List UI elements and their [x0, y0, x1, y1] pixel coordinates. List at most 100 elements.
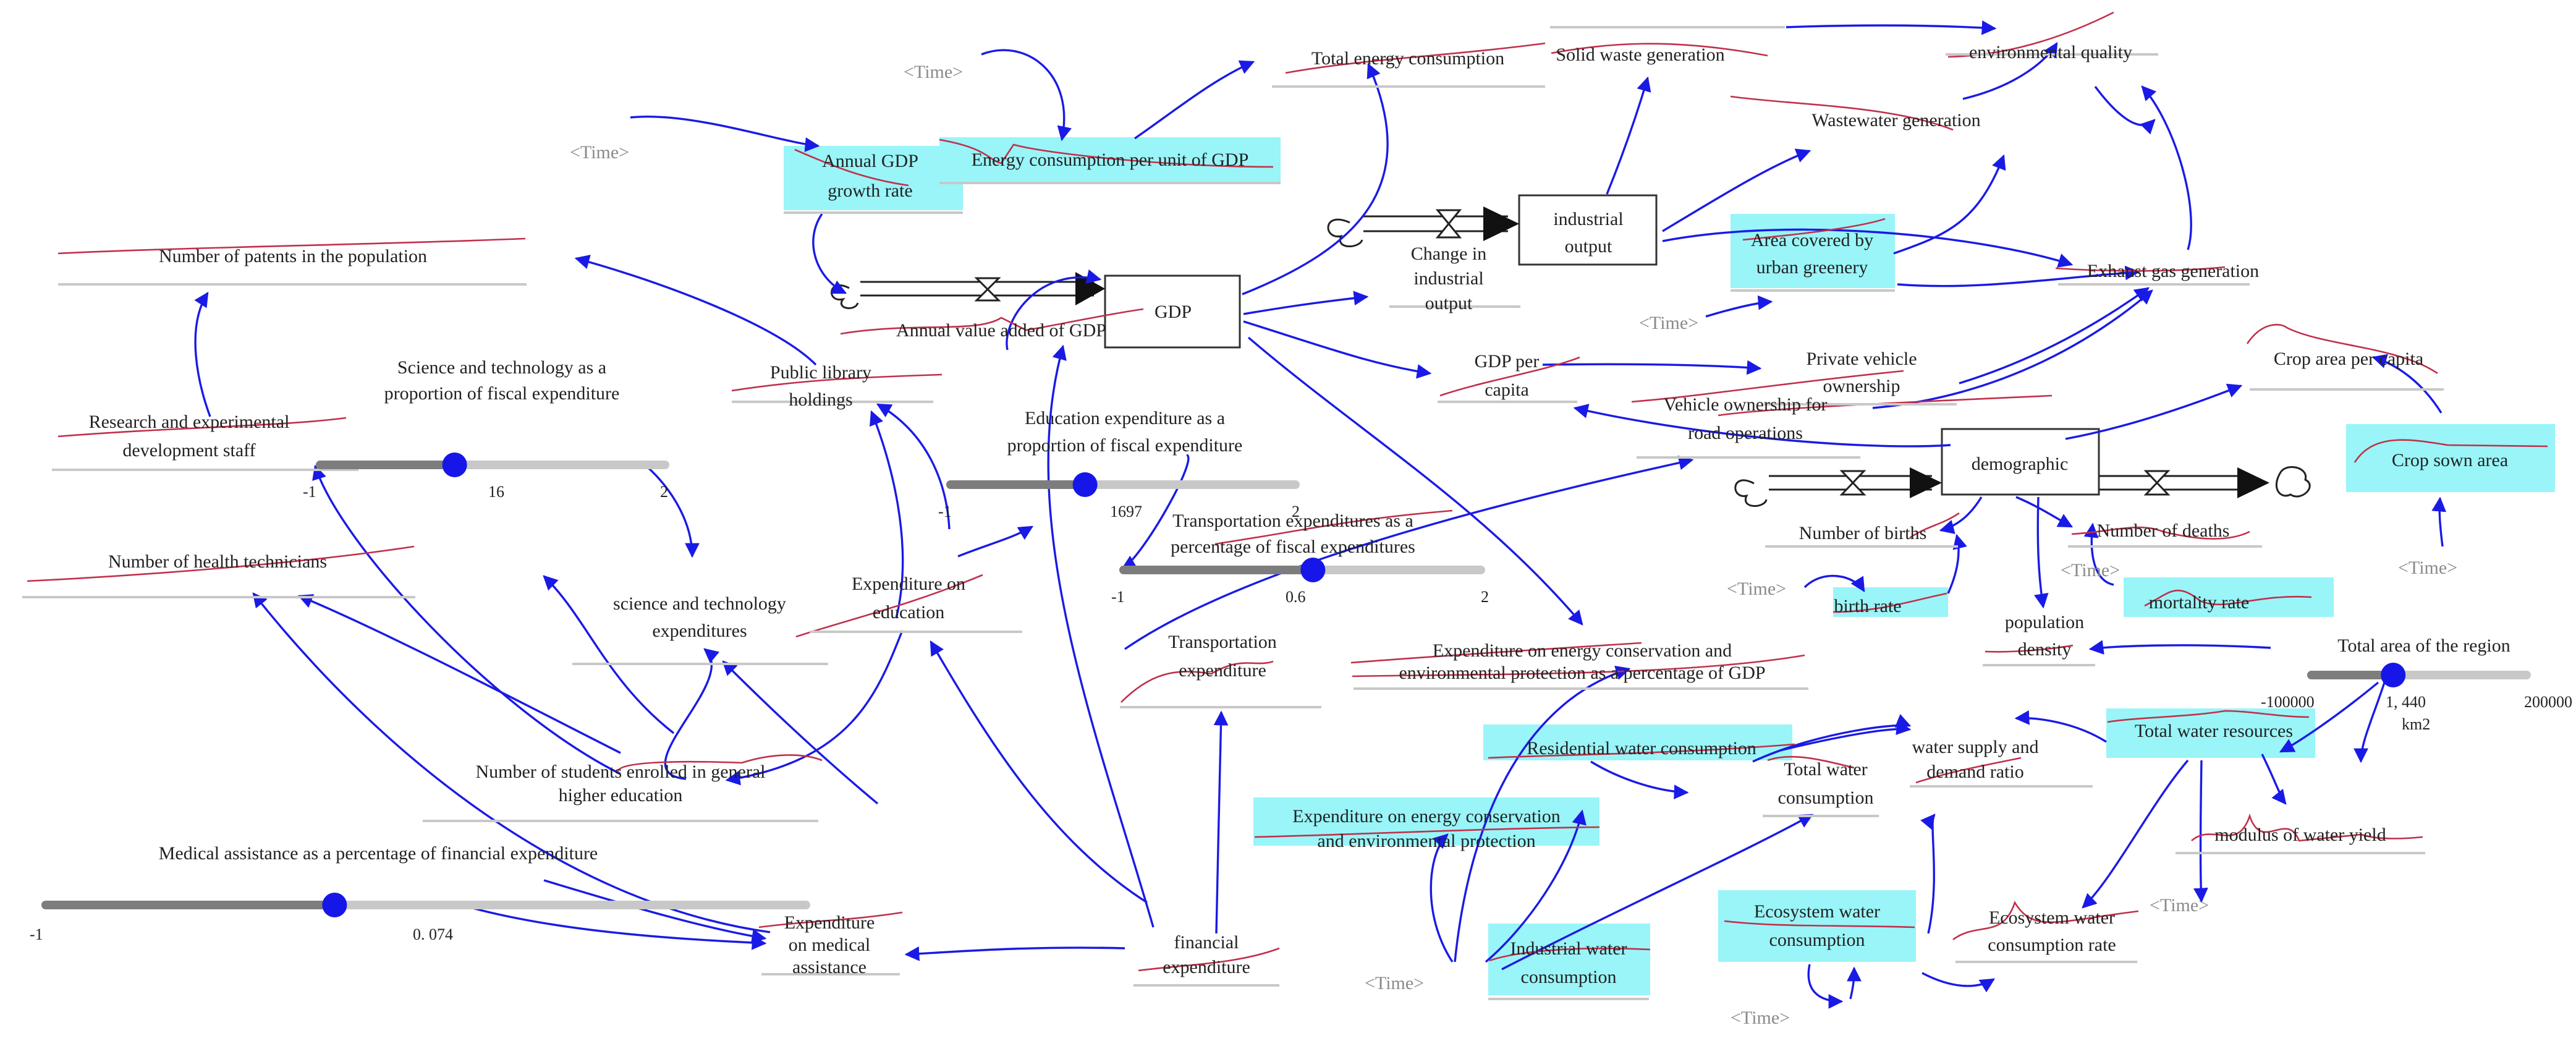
var-gdp: GDP — [1155, 302, 1192, 322]
var-exhaust: Exhaust gas generation — [2087, 261, 2259, 281]
var-energy-env-pct-line2: environmental protection as a percentage… — [1399, 663, 1765, 683]
var-change-industrial-line3: output — [1425, 293, 1473, 313]
slider-max: 2 — [1481, 588, 1489, 606]
var-annual-gdp-growth-line2: growth rate — [828, 181, 912, 201]
var-medical-exp-line3: assistance — [792, 957, 866, 977]
slider-min: -100000 — [2261, 693, 2315, 711]
var-annual-value-added: Annual value added of GDP — [896, 320, 1106, 341]
causal-links — [194, 20, 2447, 1009]
slider-knob — [2381, 663, 2406, 687]
slider-value: 0.6 — [1286, 588, 1306, 606]
slider-min: -1 — [303, 483, 316, 501]
var-energy-env-pct: Expenditure on energy conservation and — [1433, 640, 1732, 661]
var-edu-exp-line2: education — [873, 602, 945, 622]
var-medical-exp: Expenditure — [784, 912, 875, 933]
var-pop-density-line2: density — [2018, 639, 2072, 660]
slider-knob — [1300, 558, 1326, 582]
var-transport-prop: Transportation expenditures as a — [1172, 511, 1413, 531]
time-shadow-var: <Time> — [1639, 313, 1698, 333]
var-industrial-water-line2: consumption — [1521, 967, 1617, 987]
var-edu-exp: Expenditure on — [852, 574, 965, 594]
time-shadow-var: <Time> — [1727, 579, 1786, 599]
time-shadow-var: <Time> — [904, 62, 963, 82]
var-greenery-line2: urban greenery — [1756, 257, 1868, 278]
var-gdp-per-capita-line2: capita — [1485, 380, 1529, 400]
var-water-ratio-line2: demand ratio — [1926, 762, 2023, 782]
var-wastewater: Wastewater generation — [1811, 110, 1980, 130]
highlight-boxes — [784, 137, 2555, 995]
var-gdp-per-capita: GDP per — [1475, 351, 1540, 372]
label-underlines — [22, 26, 2444, 1000]
var-rd-staff: Research and experimental — [89, 412, 290, 432]
var-demographic: demographic — [1972, 454, 2069, 474]
slider-value: 16 — [488, 483, 504, 501]
var-eco-water-line2: consumption — [1769, 930, 1865, 950]
var-total-energy: Total energy consumption — [1311, 48, 1504, 69]
var-eco-water: Ecosystem water — [1754, 901, 1880, 922]
var-industrial-output: industrial — [1553, 209, 1623, 229]
slider-medical[interactable]: -1 0. 074 — [30, 893, 810, 943]
slider-min: -1 — [1111, 588, 1125, 606]
cloud-icon — [1734, 479, 1768, 507]
var-edu-prop: Education expenditure as a — [1025, 408, 1225, 428]
var-vehicle-road: Vehicle ownership for — [1664, 394, 1828, 415]
slider-max: 200000 — [2524, 693, 2572, 711]
slider-education[interactable]: -1 1697 2 — [938, 472, 1300, 520]
slider-area[interactable]: -100000 1, 440 200000 km2 — [2261, 663, 2572, 733]
var-financial-line2: expenditure — [1163, 957, 1250, 977]
slider-min: -1 — [938, 503, 952, 520]
var-total-water-cons-line2: consumption — [1778, 788, 1874, 808]
var-sci-tech-exp-line2: expenditures — [652, 621, 747, 641]
var-pop-density: population — [2005, 612, 2084, 632]
slider-unit: km2 — [2402, 715, 2430, 733]
slider-value: 1, 440 — [2386, 693, 2426, 711]
var-industrial-water: Industrial water — [1510, 938, 1627, 959]
cloud-icon — [2275, 466, 2311, 498]
slider-value: 1697 — [1110, 503, 1142, 520]
var-sci-tech-prop: Science and technology as a — [397, 357, 606, 378]
var-energy-per-gdp: Energy consumption per unit of GDP — [972, 150, 1249, 170]
var-deaths: Number of deaths — [2097, 520, 2230, 541]
var-solid-waste: Solid waste generation — [1556, 45, 1724, 65]
var-greenery: Area covered by — [1751, 230, 1873, 250]
var-financial: financial — [1174, 932, 1239, 953]
var-medical-exp-line2: on medical — [789, 935, 870, 955]
valve-icon — [2143, 470, 2171, 496]
var-births: Number of births — [1799, 523, 1927, 543]
var-water-ratio: water supply and — [1912, 737, 2039, 757]
time-shadow-var: <Time> — [570, 142, 629, 163]
var-residential-water: Residential water consumption — [1527, 738, 1756, 758]
var-crop-sown: Crop sown area — [2392, 450, 2508, 470]
variable-labels: <Time> <Time> <Time> <Time> <Time> <Time… — [89, 42, 2510, 1028]
slider-max: 2 — [1292, 503, 1300, 520]
slider-knob — [1072, 472, 1098, 497]
var-library: Public library — [770, 362, 871, 383]
demographic-stock — [1941, 428, 2100, 496]
var-rd-staff-line2: development staff — [122, 440, 255, 461]
valve-icon — [1839, 470, 1866, 496]
var-modulus: modulus of water yield — [2214, 825, 2386, 845]
var-students: Number of students enrolled in general — [475, 762, 765, 782]
sparklines — [27, 11, 2548, 972]
var-transport-prop-line2: percentage of fiscal expenditures — [1171, 537, 1415, 557]
var-crop-per-capita: Crop area per capita — [2274, 349, 2423, 369]
slider-sci-tech[interactable]: -1 16 2 — [303, 453, 669, 501]
var-students-line2: higher education — [559, 785, 683, 805]
var-sci-tech-prop-line2: proportion of fiscal expenditure — [384, 383, 620, 404]
cloud-icon — [830, 284, 859, 310]
slider-knob — [322, 893, 347, 917]
var-annual-gdp-growth: Annual GDP — [822, 151, 918, 171]
var-energy-env-exp: Expenditure on energy conservation — [1292, 806, 1560, 826]
var-transport-exp-line2: expenditure — [1179, 660, 1266, 681]
var-sci-tech-exp: science and technology — [613, 593, 786, 614]
cloud-icon — [1327, 218, 1363, 247]
slider-max: 2 — [660, 483, 668, 501]
slider-transport[interactable]: -1 0.6 2 — [1111, 558, 1489, 606]
var-transport-exp: Transportation — [1168, 632, 1277, 652]
var-health-tech: Number of health technicians — [108, 551, 327, 572]
time-shadow-var: <Time> — [2150, 895, 2209, 916]
var-energy-env-exp-line2: and environmental protection — [1317, 831, 1535, 851]
industrial-output-stock — [1518, 194, 1658, 266]
var-change-industrial: Change in — [1411, 244, 1486, 264]
